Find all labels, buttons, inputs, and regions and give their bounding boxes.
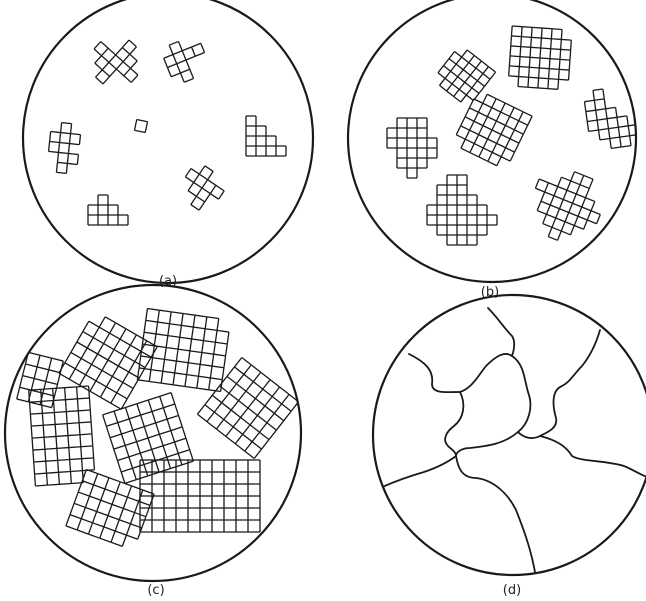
crystal-grid: [197, 357, 298, 458]
crystal-grid: [81, 27, 152, 98]
panel-d-label: (d): [503, 583, 521, 598]
grain-boundary: [380, 456, 456, 488]
growing-crystals: [387, 26, 641, 252]
grain-boundary: [518, 330, 600, 438]
panel-c-label: (c): [147, 583, 164, 598]
crystal-grid: [508, 26, 572, 90]
crystal-grid: [66, 469, 154, 550]
panel-d-circle: [373, 295, 646, 575]
grain-boundary: [540, 436, 646, 478]
crystal-nuclei: [46, 27, 286, 225]
impinging-crystals: [17, 309, 299, 551]
crystal-grid: [583, 85, 641, 151]
crystal-grid: [432, 44, 495, 107]
crystal-grid: [174, 160, 230, 216]
crystal-grid: [520, 160, 611, 251]
panel-a-circle: [23, 0, 313, 283]
crystal-grid: [246, 116, 286, 156]
panel-d: (d): [373, 295, 646, 598]
crystal-grid: [160, 34, 212, 86]
crystal-grid: [88, 195, 128, 225]
crystal-grid: [137, 309, 230, 392]
crystal-grid: [387, 118, 437, 178]
crystal-grid: [59, 311, 157, 409]
panel-a: (a): [23, 0, 313, 289]
grain-boundary: [456, 456, 536, 578]
crystal-grid: [427, 175, 497, 245]
panel-b: (b): [348, 0, 641, 300]
crystal-grid: [46, 122, 81, 175]
grain-boundary: [488, 308, 514, 356]
grain-boundary: [409, 354, 530, 456]
crystal-grid: [452, 90, 532, 170]
crystal-grid: [134, 119, 147, 132]
grain-boundary: [445, 392, 463, 456]
grain-boundaries: [380, 308, 646, 578]
panel-c-circle: [5, 285, 301, 581]
panel-c: (c): [5, 285, 301, 598]
